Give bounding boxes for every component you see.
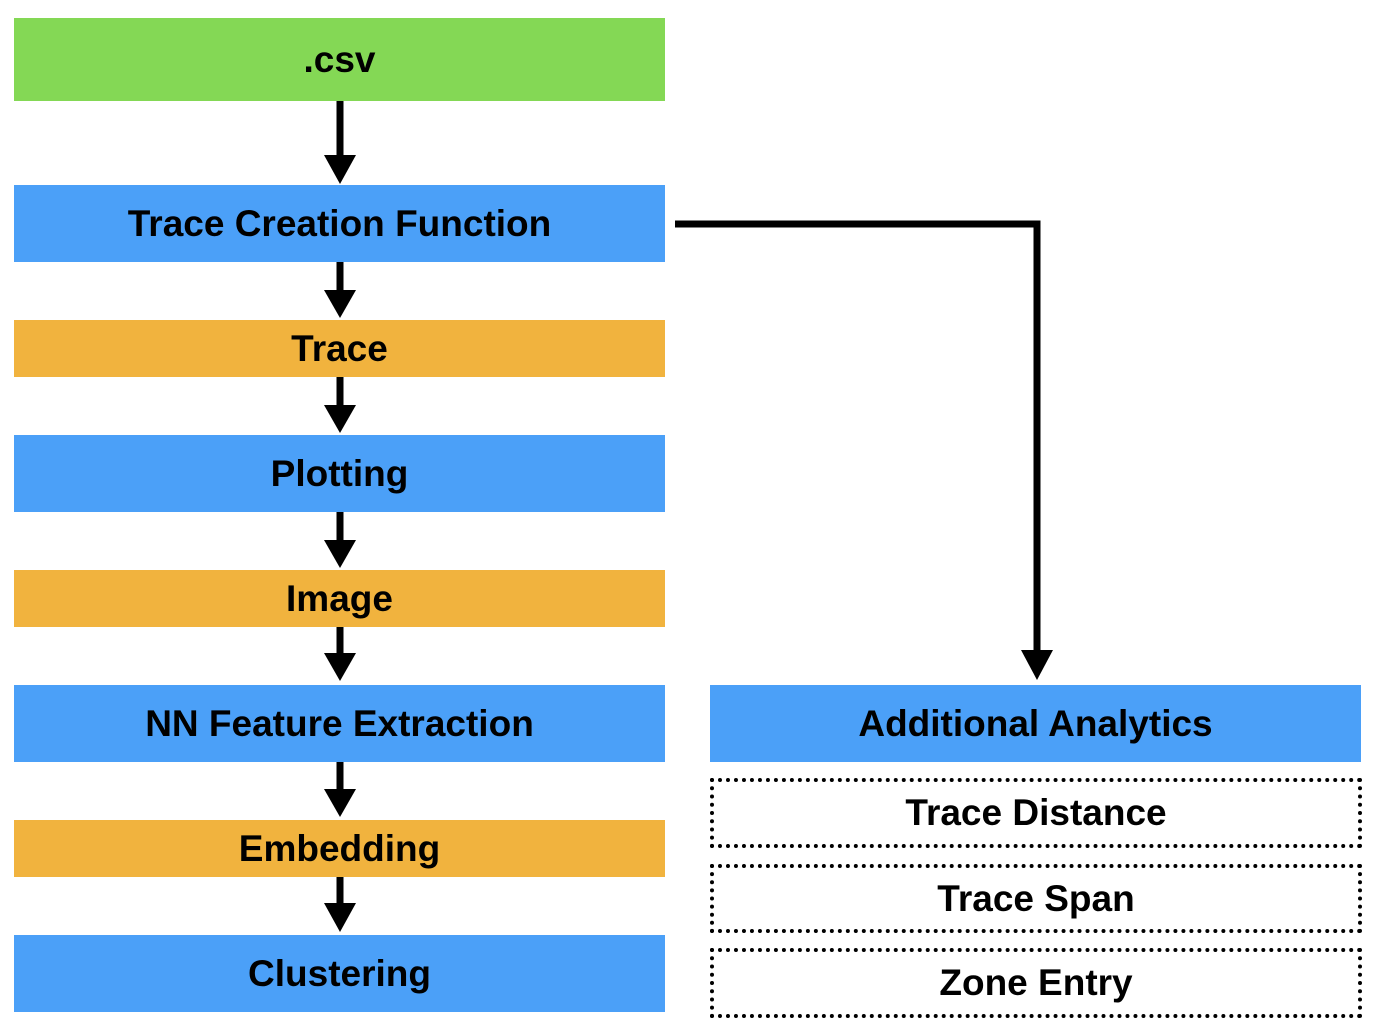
- metric-zone-entry-label: Zone Entry: [939, 962, 1133, 1003]
- plotting-label: Plotting: [270, 452, 409, 494]
- arrow-trace-creation-to-trace: [324, 262, 356, 318]
- arrow-nn-feature-to-embedding: [324, 762, 356, 817]
- trace-creation-function-box: Trace Creation Function: [14, 185, 665, 262]
- metric-trace-distance-box: Trace Distance: [710, 778, 1362, 848]
- arrow-trace-creation-to-analytics: [675, 220, 1053, 680]
- clustering-function-box: Clustering: [14, 935, 665, 1012]
- nn-feature-extraction-box: NN Feature Extraction: [14, 685, 665, 762]
- image-data-box: Image: [14, 570, 665, 627]
- metric-trace-span-label: Trace Span: [937, 877, 1135, 919]
- csv-input-box: .csv: [14, 18, 665, 101]
- embedding-label: Embedding: [238, 827, 441, 869]
- additional-analytics-label: Additional Analytics: [858, 702, 1213, 744]
- plotting-function-box: Plotting: [14, 435, 665, 512]
- nn-feature-extraction-label: NN Feature Extraction: [145, 702, 534, 744]
- image-label: Image: [286, 577, 393, 619]
- additional-analytics-box: Additional Analytics: [710, 685, 1361, 762]
- embedding-data-box: Embedding: [14, 820, 665, 877]
- clustering-label: Clustering: [248, 952, 431, 994]
- trace-data-box: Trace: [14, 320, 665, 377]
- arrow-trace-to-plotting: [324, 377, 356, 433]
- trace-label: Trace: [291, 327, 388, 369]
- arrow-embedding-to-clustering: [324, 877, 356, 932]
- trace-creation-function-label: Trace Creation Function: [127, 202, 552, 244]
- arrow-plotting-to-image: [324, 512, 356, 568]
- metric-trace-span-box: Trace Span: [710, 864, 1362, 933]
- metric-zone-entry-box: Zone Entry: [710, 948, 1362, 1018]
- arrow-csv-to-trace-creation: [324, 101, 356, 184]
- metric-trace-distance-label: Trace Distance: [905, 792, 1167, 833]
- arrow-image-to-nn-feature: [324, 627, 356, 681]
- csv-label: .csv: [303, 38, 376, 80]
